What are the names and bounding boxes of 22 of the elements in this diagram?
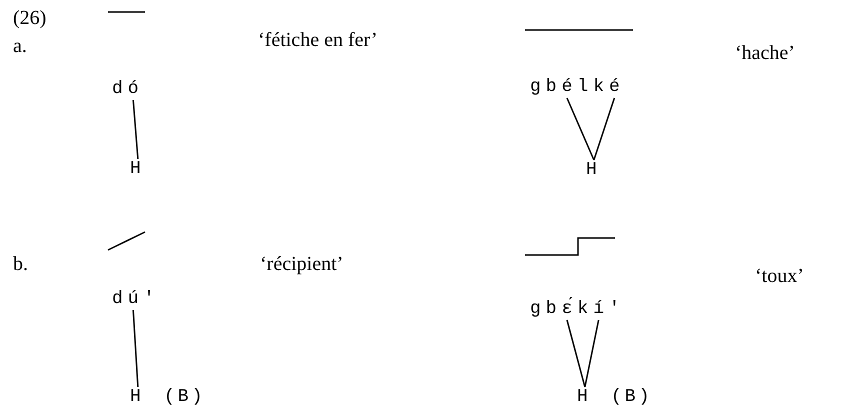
gloss: ‘hache’ <box>735 41 795 66</box>
tone-symbol: H <box>586 161 602 179</box>
association-line <box>566 320 586 388</box>
word-form: dú' <box>112 290 160 308</box>
word-form: gbélké <box>530 78 625 96</box>
example-number: (26) <box>13 6 46 31</box>
item-letter: b. <box>13 252 28 277</box>
association-line <box>132 310 139 388</box>
gloss: ‘récipient’ <box>260 252 344 277</box>
association-line <box>566 98 595 160</box>
tone-symbol: H <box>130 160 146 178</box>
boundary-tone: (B) <box>164 388 206 406</box>
association-line <box>593 98 616 160</box>
tone-symbol: H <box>577 388 593 406</box>
gloss: ‘toux’ <box>755 264 804 289</box>
association-line <box>584 320 600 388</box>
boundary-tone: (B) <box>611 388 652 406</box>
item-letter: a. <box>13 34 27 59</box>
gloss: ‘fétiche en fer’ <box>258 28 378 53</box>
word-form: dó <box>112 80 144 98</box>
association-line <box>132 100 139 160</box>
tone-symbol: H <box>130 388 146 406</box>
